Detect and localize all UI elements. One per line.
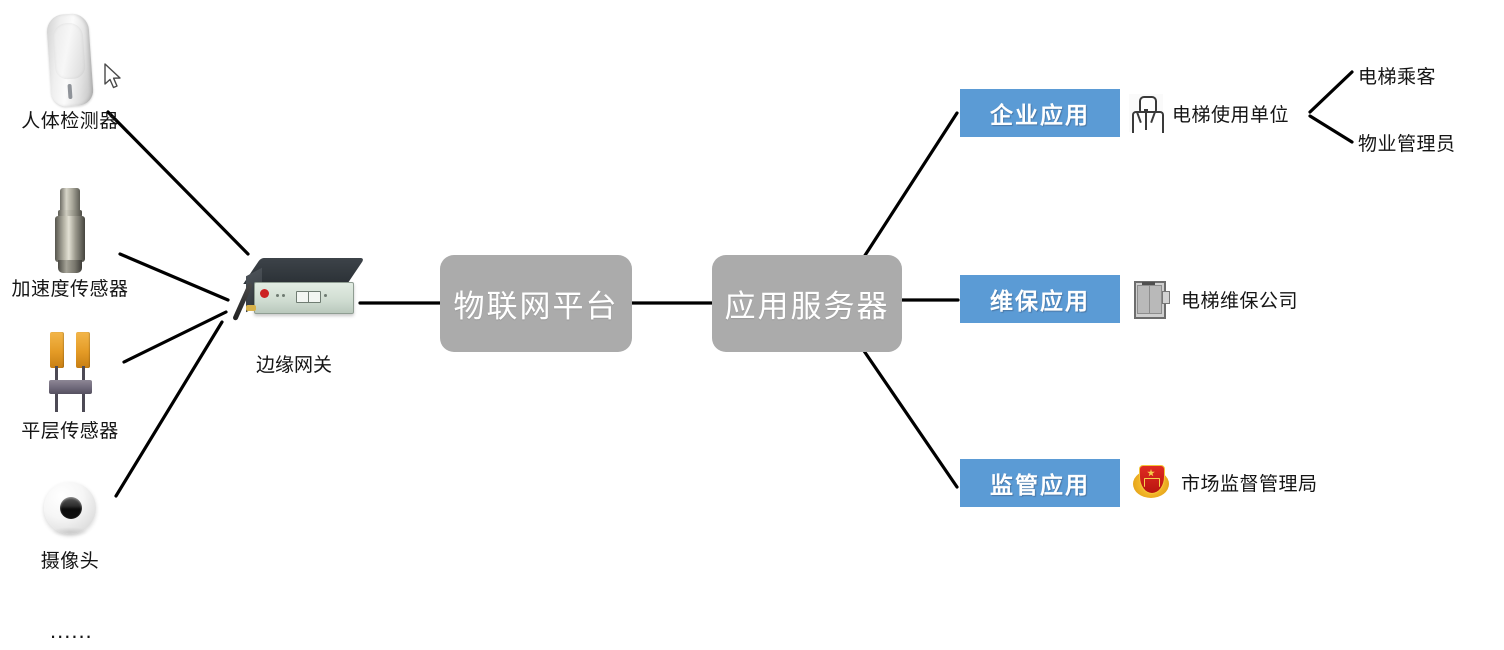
actor-elevator-using-unit[interactable]: 电梯使用单位 [1129, 94, 1290, 133]
edge-gateway-label: 边缘网关 [256, 355, 333, 376]
sensor-label: 加速度传感器 [11, 279, 129, 300]
sensor-human-detector[interactable]: 人体检测器 [14, 12, 126, 132]
actor-elevator-maintenance-company[interactable]: 电梯维保公司 [1133, 280, 1299, 319]
edge-unit-to-passenger [1308, 70, 1354, 114]
elevator-icon [1133, 280, 1170, 319]
edge-camera-to-gateway [114, 320, 224, 498]
mouse-pointer-icon [104, 63, 121, 89]
actor-label: 电梯维保公司 [1181, 290, 1299, 312]
edge-leveling-to-gateway [122, 310, 228, 364]
leveling-sensor-icon [43, 332, 97, 416]
node-maintenance-app[interactable]: 维保应用 [960, 275, 1120, 323]
sensor-label: 平层传感器 [21, 421, 119, 442]
node-app-server[interactable]: 应用服务器 [712, 255, 902, 352]
pir-motion-detector-icon [45, 12, 95, 108]
edge-appserver-to-regulatory [860, 346, 959, 489]
enterprise-app-label: 企业应用 [990, 102, 1090, 128]
iot-platform-label: 物联网平台 [453, 289, 619, 324]
camera-icon [42, 482, 98, 538]
edge-unit-to-property-manager [1308, 114, 1354, 144]
person-icon [1129, 94, 1164, 133]
app-server-label: 应用服务器 [724, 289, 890, 324]
edge-accelerometer-to-gateway [118, 252, 230, 302]
node-iot-platform[interactable]: 物联网平台 [440, 255, 632, 352]
accelerometer-icon [51, 188, 89, 274]
branch-label-elevator-passenger: 电梯乘客 [1358, 67, 1437, 88]
maintenance-app-label: 维保应用 [990, 288, 1090, 314]
edge-gateway-device-icon [232, 258, 365, 322]
sensor-label: 人体检测器 [21, 111, 119, 132]
edge-appserver-to-enterprise [860, 111, 959, 262]
sensors-more-ellipsis: ...... [50, 618, 93, 643]
sensor-accelerometer[interactable]: 加速度传感器 [10, 188, 130, 299]
actor-label: 电梯使用单位 [1172, 104, 1290, 126]
actor-market-supervision-bureau[interactable]: 市场监督管理局 [1133, 464, 1318, 500]
node-regulatory-app[interactable]: 监管应用 [960, 459, 1120, 507]
node-enterprise-app[interactable]: 企业应用 [960, 89, 1120, 137]
sensor-camera[interactable]: 摄像头 [24, 482, 116, 571]
regulatory-app-label: 监管应用 [990, 472, 1090, 498]
sensor-leveling[interactable]: 平层传感器 [12, 332, 128, 441]
sensor-label: 摄像头 [40, 551, 100, 572]
government-emblem-icon [1133, 464, 1169, 500]
branch-label-property-manager: 物业管理员 [1358, 134, 1456, 155]
actor-label: 市场监督管理局 [1181, 473, 1318, 495]
